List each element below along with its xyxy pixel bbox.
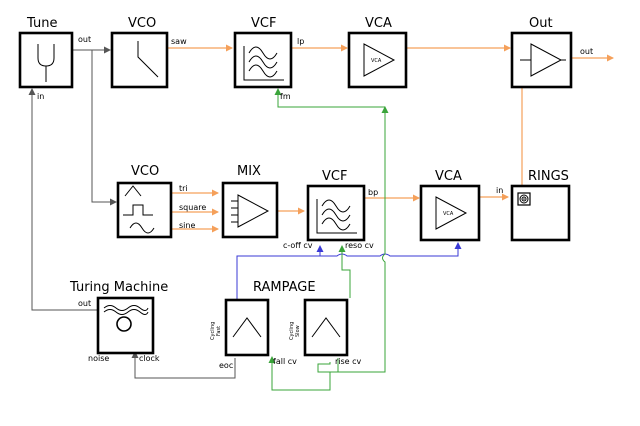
vco1-box[interactable] — [110, 31, 169, 89]
rampage-fall-label: fall cv — [273, 357, 297, 366]
tune-title: Tune — [26, 16, 57, 31]
module-vco1: VCO saw — [110, 16, 187, 89]
module-rings: RINGS in — [496, 169, 571, 242]
filter-icon — [243, 46, 284, 81]
module-vcf1: VCF lp fm — [233, 16, 304, 101]
rampage-ch2-label-b: Slow — [295, 325, 301, 337]
rampage-ch1-label-b: Fast — [216, 326, 222, 336]
vcf2-reso-label: reso cv — [345, 241, 374, 250]
module-vca2: VCA VCA — [419, 169, 481, 242]
rampage-rise-label: rise cv — [335, 357, 362, 366]
mixer-triangle-icon — [237, 194, 270, 228]
tune-out-label: out — [78, 35, 91, 44]
ramp-envelope-icon — [311, 317, 341, 338]
module-tune: Tune out in — [18, 16, 91, 101]
wire-ramp2-loop — [271, 362, 331, 391]
mix-title: MIX — [237, 164, 261, 179]
vcf2-bp-label: bp — [368, 188, 378, 197]
vco2-box[interactable] — [116, 181, 173, 239]
rampage-ch1-label-a: Cycling — [210, 322, 216, 340]
amp-triangle-icon — [363, 43, 396, 77]
vco2-sine-label: sine — [179, 221, 195, 230]
wire-eoc-to-clock — [131, 351, 236, 379]
resonator-icon — [517, 192, 531, 206]
out-out-label: out — [580, 47, 593, 56]
rampage-title: RAMPAGE — [253, 280, 316, 295]
vco1-saw-label: saw — [171, 37, 187, 46]
mixer-inputs-icon — [231, 200, 238, 223]
module-mix: MIX — [221, 164, 279, 239]
sine-wave-icon — [129, 222, 155, 234]
turing-clock-label: clock — [139, 354, 160, 363]
tuning-fork-icon — [37, 44, 55, 82]
vca2-title: VCA — [435, 169, 462, 184]
module-rampage: RAMPAGE Cycling Fast Cycling Slow eoc fa… — [210, 280, 362, 370]
turing-title: Turing Machine — [69, 280, 168, 295]
vcf2-box[interactable] — [306, 184, 366, 242]
wire-ramp2-to-reso — [338, 245, 351, 298]
turing-box[interactable] — [96, 296, 155, 355]
turing-out-label: out — [78, 299, 91, 308]
vco2-title: VCO — [131, 164, 159, 179]
rampage-ch1-box[interactable] — [224, 298, 270, 357]
wire-turing-to-tune — [28, 88, 98, 311]
vcf1-lp-label: lp — [297, 37, 304, 46]
vca1-inner-label: VCA — [371, 58, 382, 64]
vcf2-cutoff-label: c-off cv — [283, 241, 313, 250]
green-cv-wires — [268, 88, 389, 391]
vcf2-title: VCF — [322, 169, 347, 184]
out-title: Out — [529, 16, 553, 31]
vcf1-box[interactable] — [233, 31, 293, 89]
wire-ramp1-to-vca2 — [320, 242, 462, 257]
audio-wires — [168, 44, 614, 233]
turing-noise-label: noise — [88, 354, 109, 363]
blue-cv-wires — [236, 242, 462, 300]
module-vco2: VCO tri square sine — [116, 164, 206, 239]
rampage-eoc-label: eoc — [219, 361, 233, 370]
pitch-and-gate-wires — [28, 46, 236, 379]
vcf1-fm-label: fm — [280, 92, 291, 101]
vco1-title: VCO — [128, 16, 156, 31]
rampage-ch2-label-a: Cycling — [289, 322, 295, 340]
vca1-title: VCA — [365, 16, 392, 31]
vcf1-title: VCF — [251, 16, 276, 31]
wire-tune-to-vco2 — [91, 50, 117, 206]
rings-in-label: in — [496, 186, 503, 195]
vca2-inner-label: VCA — [443, 211, 454, 217]
module-out: Out out — [510, 16, 593, 89]
triangle-wave-icon — [124, 185, 142, 197]
amp-triangle-icon — [435, 196, 468, 230]
tune-in-label: in — [37, 92, 44, 101]
rings-box[interactable] — [510, 184, 571, 242]
vco2-tri-label: tri — [179, 184, 188, 193]
module-turing-machine: Turing Machine out noise clock — [69, 280, 168, 363]
wire-to-vcf1-fm — [274, 88, 385, 108]
saw-wave-icon — [137, 41, 159, 78]
vco2-square-label: square — [179, 203, 206, 212]
rampage-ch2-box[interactable] — [303, 298, 349, 357]
wire-ramp1-to-cutoff — [236, 245, 324, 300]
vca2-box[interactable] — [419, 184, 481, 242]
vca1-box[interactable] — [347, 31, 408, 89]
filter-icon — [316, 199, 357, 234]
mix-box[interactable] — [221, 181, 279, 239]
rings-title: RINGS — [528, 169, 569, 184]
ramp-envelope-icon — [232, 317, 262, 338]
module-vca1: VCA VCA — [347, 16, 408, 89]
module-vcf2: VCF bp c-off cv reso cv — [283, 169, 378, 250]
tape-noise-icon — [103, 305, 149, 332]
wire-to-vca1-cv — [330, 106, 389, 373]
square-wave-icon — [123, 204, 153, 216]
